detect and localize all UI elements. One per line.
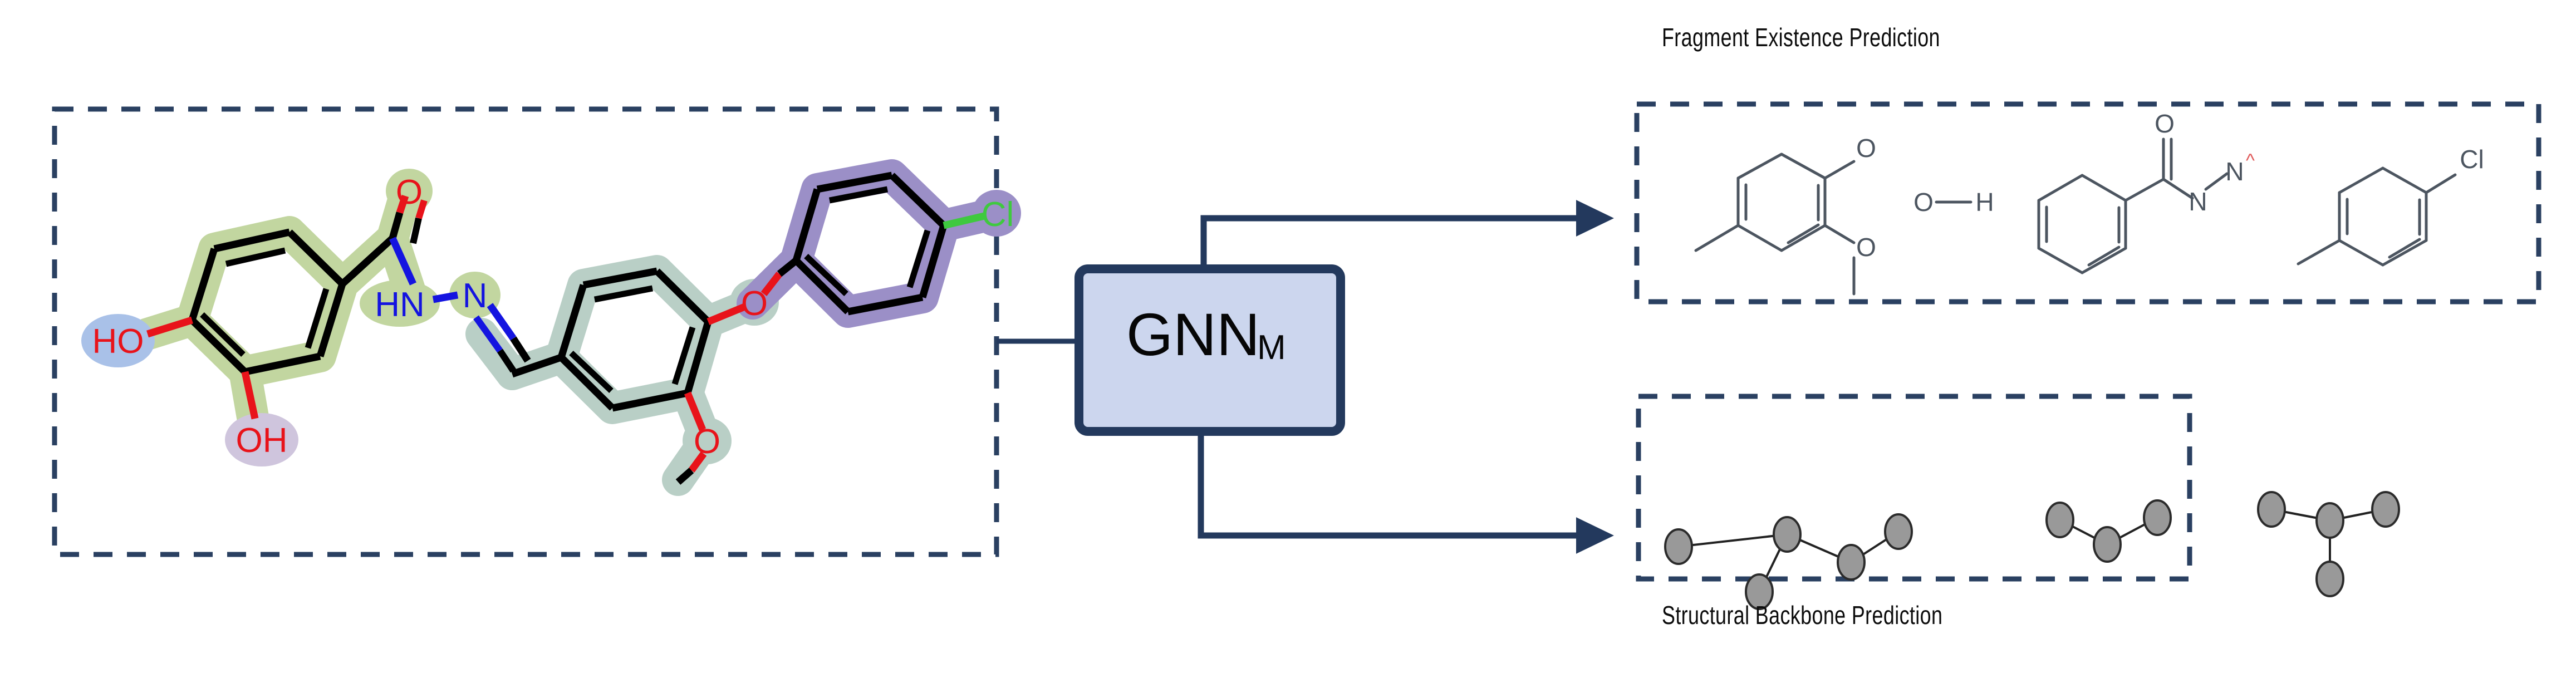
structural-backbone-title: Structural Backbone Prediction	[1662, 601, 1943, 630]
atom-label-HN: HN	[375, 286, 425, 324]
graph-node	[1884, 513, 1913, 550]
graph-node	[2315, 502, 2344, 539]
atom-label-OH: OH	[236, 421, 288, 460]
fragment3-label-O: O	[2155, 109, 2175, 138]
backbone-graph-2	[2045, 499, 2172, 563]
model-connectors	[997, 200, 1614, 554]
graph-node	[2257, 491, 2286, 528]
fragment-existence-title: Fragment Existence Prediction	[1662, 23, 1940, 52]
graph-node	[1773, 516, 1802, 553]
fragment-chlorotoluene: Cl	[2297, 145, 2484, 267]
fragment-hydroxyl: O H	[1913, 188, 1994, 217]
fragment3-label-N1: N	[2189, 187, 2207, 216]
backbone-graph-1	[1664, 513, 1913, 610]
fragment1-label-O-top: O	[1856, 134, 1876, 163]
fragment-molecules: O O O H	[1694, 109, 2484, 296]
gnn-model-box[interactable]: GNN M	[1074, 264, 1345, 436]
fragment1-label-O-bottom: O	[1856, 233, 1876, 262]
backbone-graph-3	[2257, 491, 2400, 597]
graph-node	[2315, 561, 2344, 597]
atom-label-N: N	[463, 277, 488, 315]
fragment-methyl-dimethoxybenzene: O O	[1694, 134, 1876, 296]
atom-label-O-methoxy: O	[694, 423, 720, 461]
atom-label-HO: HO	[92, 322, 144, 361]
fragment4-label-Cl: Cl	[2460, 145, 2484, 174]
atom-label-O-ether: O	[741, 284, 768, 323]
molecule-atom-labels: HO OH O HN N O O Cl	[92, 173, 1014, 461]
molecule-highlights	[81, 159, 1021, 496]
graph-edge	[1678, 533, 1788, 548]
graph-node	[1837, 544, 1866, 581]
fragment3-attachment-mark: ^	[2246, 150, 2255, 171]
graph-node	[2143, 499, 2172, 536]
fragment3-label-N2: N	[2225, 157, 2244, 186]
graph-node	[2371, 491, 2400, 528]
fragment-benzohydrazide: O N N ^	[2037, 109, 2255, 274]
graph-node	[2093, 526, 2122, 563]
graph-node	[2045, 502, 2074, 538]
graph-node	[1745, 573, 1774, 610]
backbone-graphs	[1664, 491, 2400, 610]
fragment2-label-O: O	[1913, 188, 1934, 217]
fragment-existence-box	[1634, 101, 2541, 304]
molecule-bonds	[146, 171, 985, 485]
input-molecule-panel	[52, 106, 999, 557]
structural-backbone-box	[1636, 394, 2192, 582]
atom-label-O-carbonyl: O	[396, 173, 423, 212]
gnn-subscript-label: M	[1257, 328, 1286, 367]
gnn-label: GNN	[1126, 301, 1260, 368]
graph-node	[1664, 528, 1693, 565]
atom-label-Cl: Cl	[982, 195, 1014, 234]
fragment2-label-H: H	[1975, 188, 1994, 217]
